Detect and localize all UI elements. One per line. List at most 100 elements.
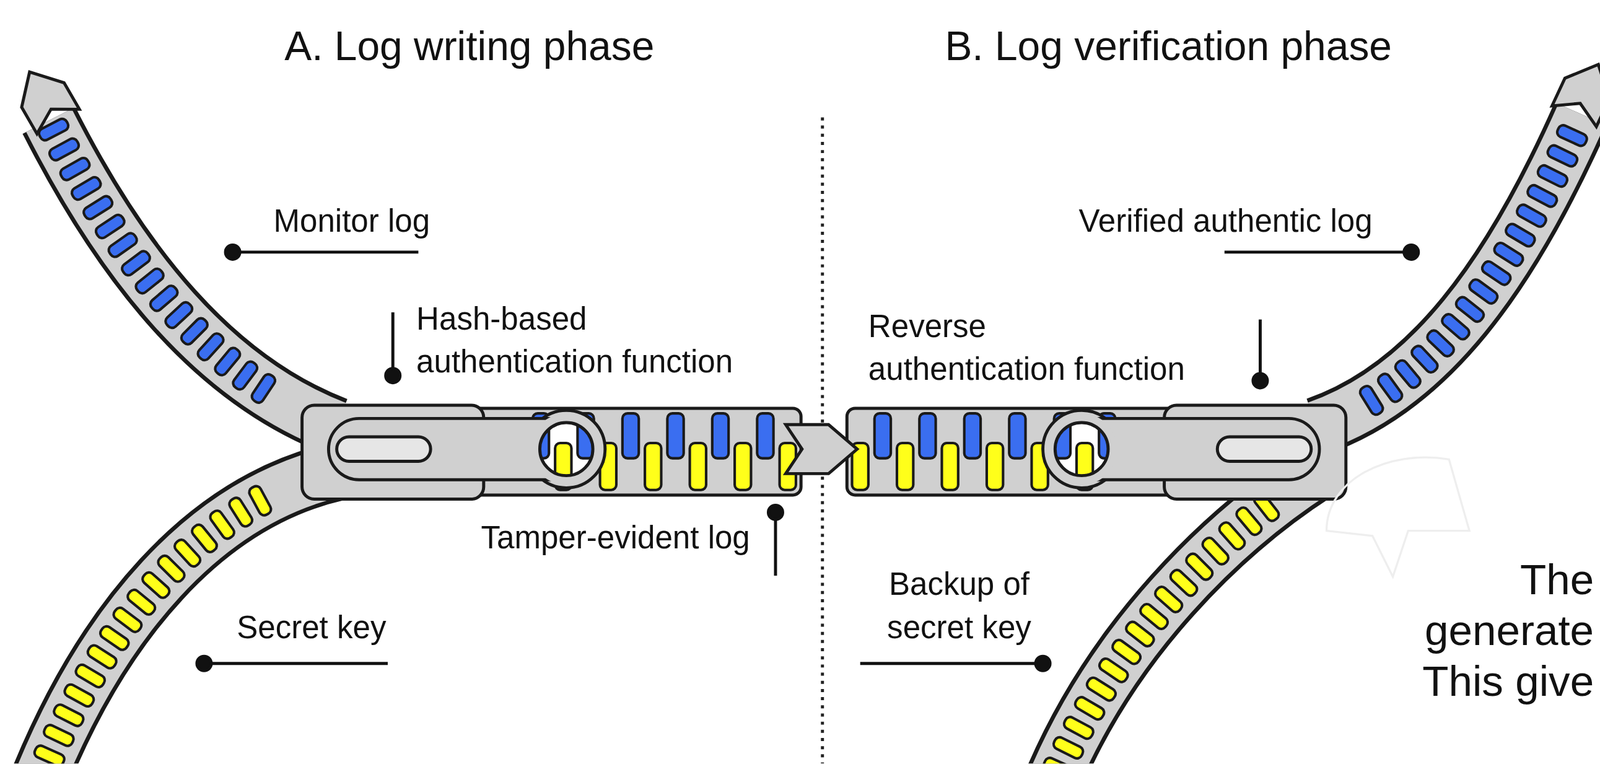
phase-title: A. Log writing phase — [284, 18, 655, 74]
zipper-tooth — [1042, 755, 1076, 764]
zipper-tooth — [1515, 202, 1548, 228]
leader-dot — [196, 655, 212, 671]
tape — [1051, 471, 1317, 764]
zipper-tooth — [1480, 259, 1513, 287]
zipper-tooth — [1085, 675, 1118, 703]
part-label: This give — [1422, 652, 1594, 711]
zipper-tooth — [1110, 638, 1143, 666]
zipper-tooth — [172, 537, 203, 569]
zipper-tooth — [120, 249, 152, 277]
zipper-tooth — [163, 299, 195, 330]
zipper-tooth — [249, 372, 277, 405]
tape-end-pointer — [8, 59, 80, 134]
zipper-tooth — [140, 569, 172, 600]
zipper-half — [302, 405, 802, 500]
zipper-tooth — [622, 413, 639, 458]
leader-dot — [768, 504, 783, 520]
leader-line — [203, 661, 388, 665]
zipper-tooth — [69, 175, 103, 202]
leader-line — [860, 661, 1044, 665]
zipper-tooth — [1062, 714, 1096, 741]
zipper-tooth — [73, 662, 107, 689]
zipper-tapes — [24, 113, 1589, 764]
flow-pointer — [785, 424, 857, 474]
zipper-tooth — [756, 413, 774, 458]
zipper-tooth — [81, 194, 114, 222]
zipper-tooth — [1409, 343, 1440, 375]
zipper-tooth — [734, 442, 751, 490]
part-label: Tamper-evident log — [480, 516, 750, 560]
tape-teeth — [24, 117, 1589, 764]
leader-dot — [1404, 244, 1419, 259]
zipper-tooth — [1536, 163, 1570, 189]
zipper-tooth — [32, 743, 66, 764]
zipper-tooth — [1555, 123, 1589, 148]
zipper-tooth — [1051, 735, 1085, 761]
tape — [48, 120, 337, 427]
zipper-tooth — [1073, 695, 1107, 722]
part-label: Monitor log — [273, 200, 430, 243]
pull-tab-slot — [336, 436, 432, 462]
zipper-tooth — [1124, 619, 1156, 648]
zipper-tooth — [179, 315, 210, 347]
zipper-tooth — [86, 642, 119, 670]
leader-dot — [1035, 655, 1050, 671]
zipper-tooth — [106, 231, 139, 259]
zipper-tooth — [156, 553, 187, 584]
zipper-tooth — [1546, 143, 1579, 168]
part-label: Backup of secret key — [887, 563, 1032, 649]
leader-dot — [225, 244, 240, 259]
zipper-tooth — [94, 213, 127, 241]
zipper-tooth — [1425, 328, 1456, 359]
part-label: Hash-based authentication function — [416, 297, 733, 384]
leader-lines — [196, 244, 1419, 671]
bubble-outline — [1326, 457, 1470, 577]
zipper-tooth — [622, 413, 639, 458]
tape — [1316, 113, 1582, 427]
zipper-tooth — [1168, 568, 1200, 598]
leader-line — [1224, 250, 1412, 254]
zipper-tooth — [1393, 358, 1423, 390]
zipper-tooth — [1097, 656, 1130, 684]
zipper-half — [846, 405, 1347, 500]
leader-dot — [385, 368, 401, 383]
zipper-tooth — [125, 587, 158, 617]
part-label: Secret key — [236, 606, 386, 650]
part-label: The — [1520, 551, 1594, 609]
zipper-tooth — [1217, 520, 1247, 552]
zipper-tooth — [1184, 551, 1215, 582]
zipper-tooth — [1234, 505, 1264, 538]
zipper-tooth — [1376, 371, 1405, 404]
zipper-tooth — [667, 413, 684, 458]
zipper-tooth — [644, 442, 661, 490]
zipper-tooth — [195, 331, 226, 363]
zipper-tooth — [1138, 602, 1171, 632]
zipper-tooth — [1453, 294, 1486, 324]
zipper-tooth — [600, 442, 617, 490]
zipper-tooth — [231, 359, 259, 391]
leader-line — [232, 250, 419, 254]
zipper-tooth — [190, 522, 220, 555]
zipper-tooth — [98, 624, 131, 652]
zipper-tooth — [1358, 384, 1386, 417]
zipper-tooth — [1492, 240, 1525, 268]
tape-end-pointer — [1551, 53, 1600, 127]
zipper-tooth — [712, 413, 729, 458]
zipper-tooth — [52, 702, 85, 728]
part-label: generate — [1424, 602, 1594, 660]
part-label: Verified authentic log — [1079, 200, 1373, 243]
zipper-tooth — [111, 605, 144, 634]
zipper-tooth — [1525, 183, 1559, 209]
hole-teeth — [487, 413, 661, 490]
zipper-tooth — [42, 722, 75, 748]
zipper-tooth — [58, 156, 92, 183]
zipper-tooth — [1503, 221, 1537, 248]
zipper-tooth — [555, 442, 572, 490]
zipper-tooth — [227, 495, 254, 528]
zipper-tooth — [1200, 535, 1231, 567]
zipper-tooth — [644, 442, 661, 490]
zipper-tooth — [510, 442, 527, 490]
zipper-tooth — [208, 508, 237, 541]
